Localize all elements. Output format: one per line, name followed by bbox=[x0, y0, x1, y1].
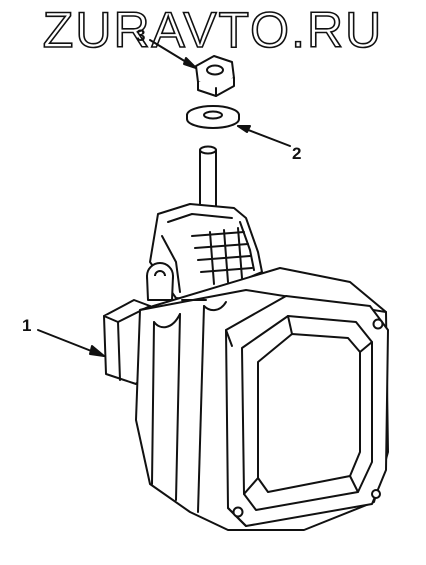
mounting-bracket bbox=[146, 203, 263, 301]
lamp-lens bbox=[232, 315, 384, 518]
callout-lamp-housing: 1 bbox=[22, 316, 32, 335]
callout-washer: 2 bbox=[292, 144, 302, 163]
lamp-housing bbox=[103, 145, 389, 531]
leader-lines bbox=[37, 39, 291, 357]
watermark-text: ZURAVTO.RU bbox=[42, 1, 384, 59]
callout-nut: 3 bbox=[136, 26, 146, 45]
hex-nut bbox=[195, 55, 235, 97]
flat-washer bbox=[186, 105, 240, 129]
mounting-stud bbox=[199, 145, 217, 219]
